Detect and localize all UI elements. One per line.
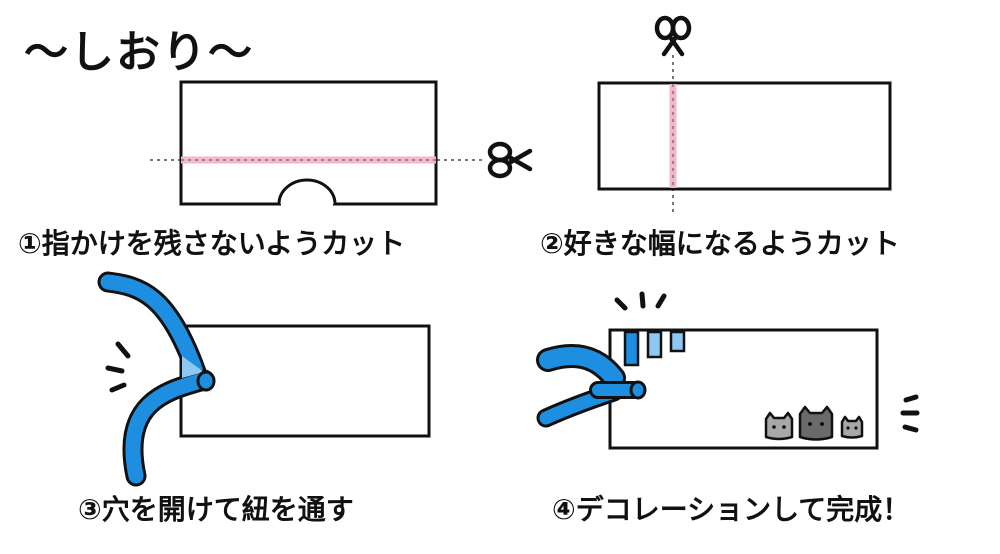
scissors-icon (487, 141, 533, 179)
step-4-illustration (536, 291, 920, 450)
page-title: 〜しおり〜 (24, 27, 254, 78)
cat-face-icon (840, 415, 864, 439)
deco-bar-3 (669, 330, 686, 353)
step-3-card (179, 324, 431, 438)
step-1-finger-notch (277, 178, 337, 205)
step-2-caption: ②好きな幅になるようカット (540, 227, 900, 260)
ribbon-through-card (182, 356, 204, 378)
step-1-illustration (150, 80, 533, 206)
punched-hole (196, 370, 216, 392)
cat-face-icon (798, 405, 834, 441)
step-1-caption: ①指かけを残さないようカット (18, 227, 406, 260)
step-2-illustration (597, 15, 892, 212)
step-3-illustration (97, 271, 431, 487)
scissors-icon (654, 15, 692, 57)
step-3-caption: ③穴を開けて紐を通す (78, 493, 354, 526)
motion-lines-icon (614, 291, 667, 311)
cat-face-icon (764, 411, 794, 441)
ribbon-upper (100, 274, 204, 380)
step-4-caption: ④デコレーションして完成！ (552, 493, 911, 526)
motion-lines-icon (105, 341, 131, 393)
ribbon-top (539, 347, 623, 387)
punched-hole (629, 380, 647, 400)
ribbon-lower (125, 372, 212, 484)
motion-lines-icon (900, 394, 920, 433)
step-2-card (597, 81, 892, 191)
deco-bar-1 (623, 330, 640, 367)
deco-bar-2 (646, 330, 663, 359)
